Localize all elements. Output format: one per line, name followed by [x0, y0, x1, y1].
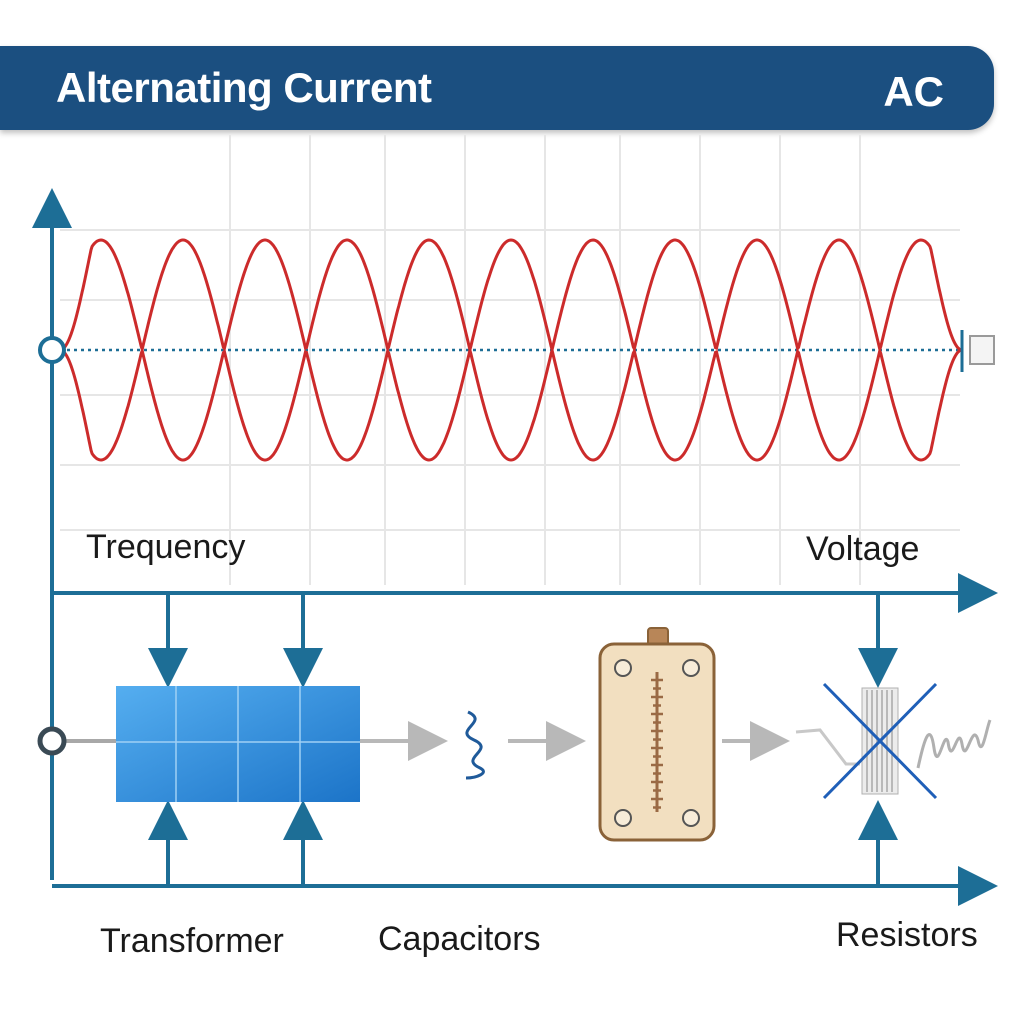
title-banner: Alternating Current AC: [0, 46, 994, 130]
ac-badge: AC: [883, 68, 944, 115]
capacitor: [598, 627, 716, 842]
resistor: [795, 682, 992, 800]
resistors-label: Resistors: [836, 916, 978, 954]
waveform-negative: [59, 344, 963, 462]
input-node: [37, 726, 67, 756]
end-connector: [969, 335, 995, 365]
transformer: [116, 686, 360, 802]
waveform-positive: [59, 238, 963, 356]
origin-node: [38, 336, 66, 364]
capacitors-label: Capacitors: [378, 920, 541, 958]
background-grid: [60, 135, 960, 585]
transformer-label: Transformer: [100, 922, 284, 960]
signal-squiggle-icon: [465, 710, 485, 780]
frequency-label: Trequency: [86, 528, 246, 566]
voltage-label: Voltage: [806, 530, 920, 568]
title: Alternating Current: [56, 64, 432, 111]
